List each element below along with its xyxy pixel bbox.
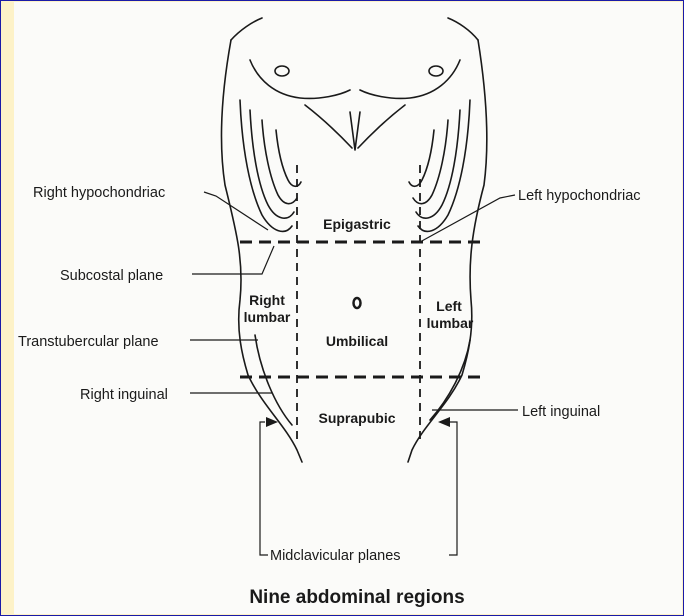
label-umbilical: Umbilical (326, 333, 388, 349)
label-left-lumbar-1: Left (436, 298, 462, 314)
midclavicular-bracket-left (260, 422, 268, 555)
xiphoid (350, 112, 360, 150)
left-rib-4 (276, 130, 301, 186)
label-suprapubic: Suprapubic (318, 410, 395, 426)
left-costal-margin (305, 105, 352, 148)
left-inguinal-line (255, 335, 292, 425)
label-left-lumbar-2: lumbar (427, 315, 474, 331)
leader-subcostal-plane (192, 246, 274, 274)
torso-left-outline (221, 40, 302, 462)
left-nipple (275, 66, 289, 76)
label-right-hypochondriac: Right hypochondriac (33, 185, 165, 201)
right-rib-4 (409, 130, 434, 186)
right-costal-margin (358, 105, 405, 148)
label-transtubercular-plane: Transtubercular plane (18, 334, 159, 350)
label-right-inguinal: Right inguinal (80, 387, 168, 403)
left-rib-1 (240, 100, 292, 231)
torso-top-right (448, 18, 478, 40)
label-subcostal-plane: Subcostal plane (60, 268, 163, 284)
right-nipple (429, 66, 443, 76)
label-midclavicular-planes: Midclavicular planes (270, 548, 401, 564)
label-left-hypochondriac: Left hypochondriac (518, 188, 641, 204)
right-rib-3 (413, 120, 448, 204)
label-right-lumbar-2: lumbar (244, 309, 291, 325)
diagram-caption: Nine abdominal regions (249, 587, 464, 608)
label-epigastric: Epigastric (323, 216, 391, 232)
label-left-inguinal: Left inguinal (522, 404, 600, 420)
leader-right-hypochondriac (204, 192, 268, 230)
right-rib-1 (418, 100, 470, 231)
arrow-right-midclavicular (438, 417, 450, 427)
label-right-lumbar-1: Right (249, 292, 285, 308)
midclavicular-bracket-right (449, 422, 457, 555)
right-pectoral (360, 60, 460, 98)
right-inguinal-line (430, 340, 470, 420)
leader-left-hypochondriac (420, 195, 515, 242)
umbilicus (354, 298, 361, 308)
left-rib-3 (262, 120, 297, 204)
left-pectoral (250, 60, 350, 98)
torso-top-left (231, 18, 262, 40)
